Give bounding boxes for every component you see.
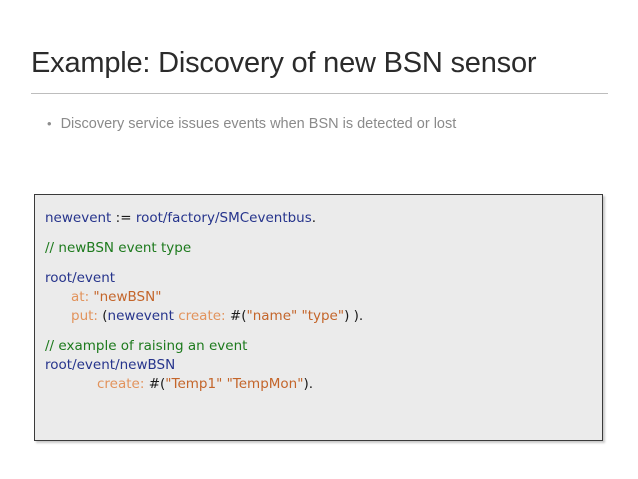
code-token-id: root/factory/SMCeventbus: [135, 210, 312, 226]
code-line-blank: [45, 326, 602, 337]
code-token-str: "Temp1" "TempMon": [165, 376, 304, 392]
code-token-punct: ).: [303, 376, 313, 392]
code-token-comment: // example of raising an event: [45, 338, 248, 354]
code-line: put: (newevent create: #("name" "type") …: [45, 307, 602, 326]
title-divider: [31, 93, 608, 94]
code-line-blank: [45, 258, 602, 269]
code-token-str: "name" "type": [246, 308, 345, 324]
code-token-kw: create:: [97, 376, 149, 392]
code-line: create: #("Temp1" "TempMon").: [45, 375, 602, 394]
code-token-id: newevent: [45, 210, 116, 226]
code-token-punct: .: [311, 210, 317, 226]
code-token-kw: put:: [71, 308, 103, 324]
page-title: Example: Discovery of new BSN sensor: [31, 47, 537, 79]
code-token-punct: #(: [229, 308, 247, 324]
code-token-punct: (: [102, 308, 108, 324]
code-line: newevent := root/factory/SMCeventbus.: [45, 209, 602, 228]
code-token-id: root/event/newBSN: [45, 357, 176, 373]
code-line-list: newevent := root/factory/SMCeventbus. // …: [35, 209, 602, 394]
bullet-item-label: Discovery service issues events when BSN…: [60, 116, 457, 132]
bullet-marker-icon: •: [47, 116, 52, 131]
code-line: root/event: [45, 269, 602, 288]
code-line: root/event/newBSN: [45, 356, 602, 375]
code-line: // newBSN event type: [45, 239, 602, 258]
code-token-str: "newBSN": [93, 289, 162, 305]
code-token-kw: create:: [178, 308, 230, 324]
code-line: at: "newBSN": [45, 288, 602, 307]
code-line-blank: [45, 228, 602, 239]
code-token-punct: #(: [148, 376, 166, 392]
code-token-kw: at:: [71, 289, 94, 305]
code-block: newevent := root/factory/SMCeventbus. // …: [34, 194, 603, 441]
code-token-id: root/event: [45, 270, 116, 286]
code-token-comment: // newBSN event type: [45, 240, 192, 256]
code-token-id: newevent: [107, 308, 179, 324]
code-token-punct: :=: [115, 210, 136, 226]
bullet-item: • Discovery service issues events when B…: [47, 114, 456, 134]
code-line: // example of raising an event: [45, 337, 602, 356]
code-token-punct: ) ).: [344, 308, 364, 324]
